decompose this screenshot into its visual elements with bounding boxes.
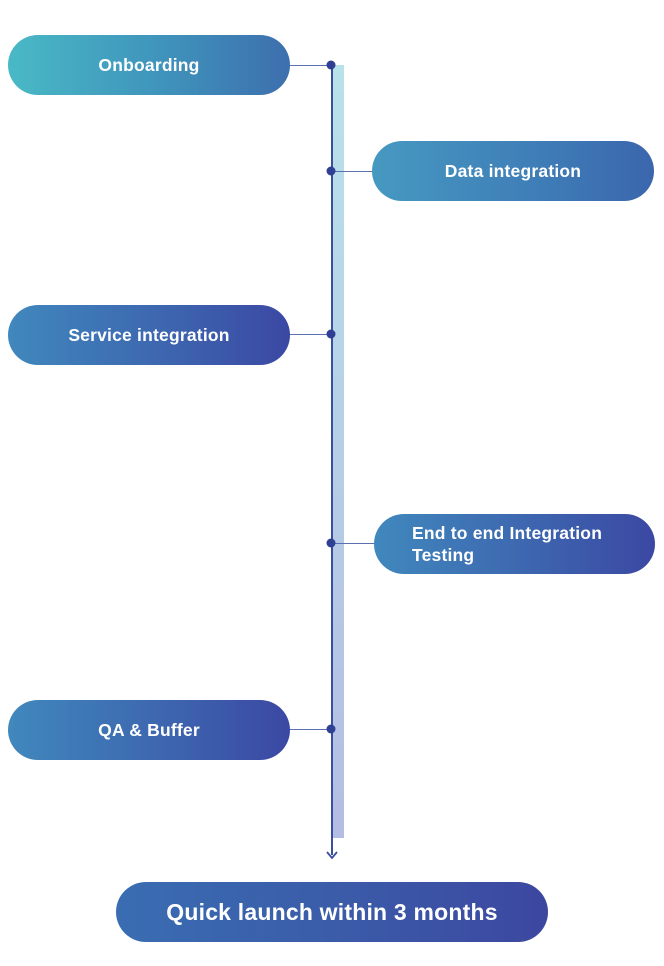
connector-line — [331, 543, 374, 545]
milestone-service-integration: Service integration — [8, 305, 290, 365]
milestone-qa-buffer: QA & Buffer — [8, 700, 290, 760]
timeline-axis — [331, 65, 333, 855]
connector-line — [290, 729, 331, 731]
milestone-dot — [326, 166, 336, 176]
connector-line — [290, 65, 331, 67]
milestone-label: Data integration — [444, 160, 582, 181]
outcome-quick-launch: Quick launch within 3 months — [116, 882, 548, 942]
milestone-dot — [326, 60, 336, 70]
timeline-bar — [332, 65, 344, 838]
milestone-dot — [326, 724, 336, 734]
milestone-label: Service integration — [68, 324, 230, 345]
outcome-label: Quick launch within 3 months — [166, 898, 498, 925]
milestone-label: End to end Integration Testing — [412, 523, 603, 565]
milestone-dot — [326, 538, 336, 548]
milestone-end-to-end-testing: End to end Integration Testing — [374, 514, 655, 574]
milestone-dot — [326, 329, 336, 339]
connector-line — [331, 171, 372, 173]
connector-line — [290, 334, 331, 336]
milestone-label: Onboarding — [98, 54, 200, 75]
milestone-label: QA & Buffer — [98, 719, 200, 740]
milestone-data-integration: Data integration — [372, 141, 654, 201]
milestone-onboarding: Onboarding — [8, 35, 290, 95]
arrow-down-icon — [326, 851, 338, 860]
